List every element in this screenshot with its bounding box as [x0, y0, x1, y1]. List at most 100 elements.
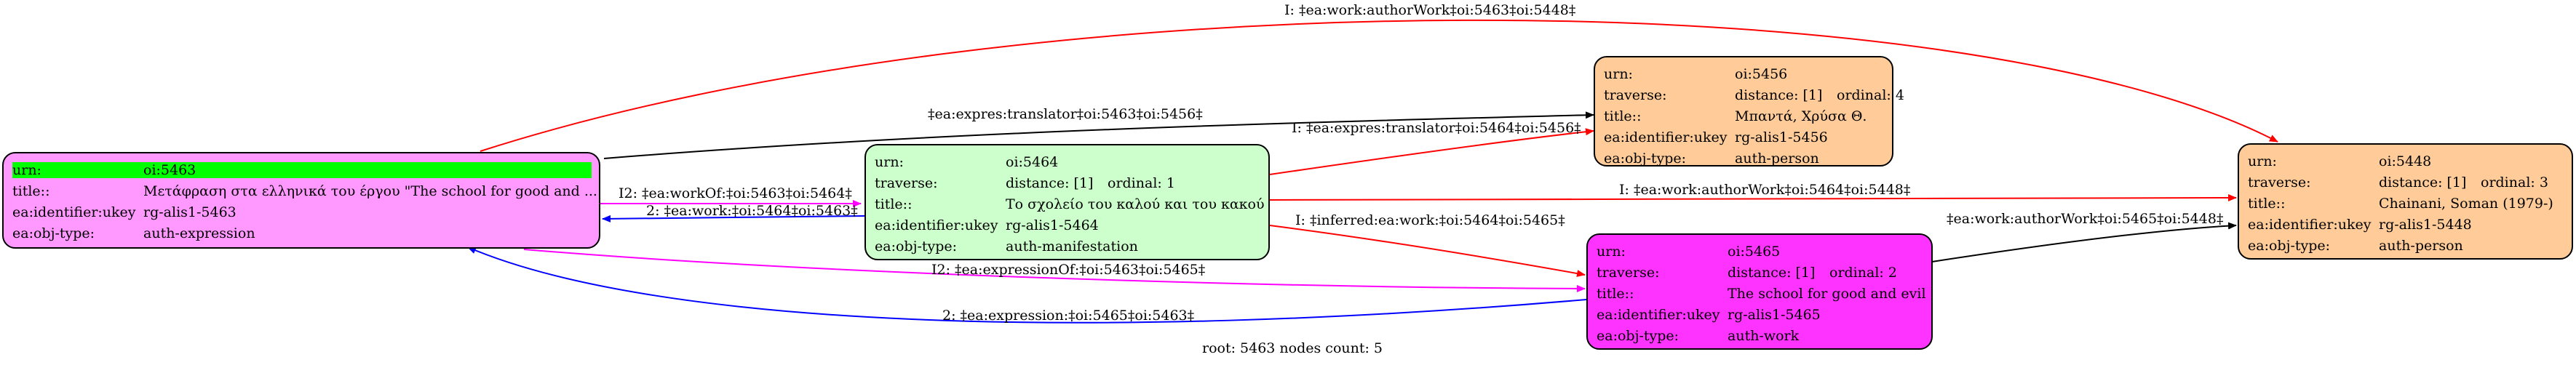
- node-traverse-value: distance: [1] ordinal: 2: [1728, 265, 1924, 281]
- node-5463-title-row: title:: Μετάφραση στα ελληνικά του έργου…: [12, 180, 597, 201]
- edge-label-inferred-5464-5465: I: ‡inferred:ea:work:‡oi:5464‡oi:5465‡: [1295, 212, 1565, 228]
- edge-label-work-5464-5463: 2: ‡ea:work:‡oi:5464‡oi:5463‡: [646, 203, 858, 219]
- edge-authorwork-5463-5448: [480, 19, 2278, 152]
- node-key: ea:obj-type:: [2248, 237, 2331, 254]
- node-urn-value: oi:5463: [143, 161, 592, 178]
- node-key: title::: [1604, 108, 1642, 124]
- edge-label-translator-5463-5456: ‡ea:expres:translator‡oi:5463‡oi:5456‡: [928, 106, 1203, 122]
- node-5464-traverse-row: traverse: distance: [1] ordinal: 1: [875, 172, 1261, 193]
- node-key: ea:obj-type:: [875, 238, 958, 254]
- edge-translator-5464-5456: [1269, 128, 1594, 175]
- node-5456-title-row: title:: Μπαντά, Χρύσα Θ.: [1604, 105, 1885, 127]
- edge-authorwork-5464-5448: [1269, 194, 2237, 202]
- node-5456-traverse-row: traverse: distance: [1] ordinal: 4: [1604, 84, 1904, 105]
- node-5464-ukey-row: ea:identifier:ukey rg-alis1-5464: [875, 214, 1261, 236]
- node-5464-type-row: ea:obj-type: auth-manifestation: [875, 236, 1261, 257]
- edge-expression-5465-5463: [467, 246, 1587, 324]
- node-5463[interactable]: urn: oi:5463 title:: Μετάφραση στα ελλην…: [2, 152, 600, 249]
- node-ordinal: ordinal: 4: [1837, 87, 1904, 103]
- node-5465-ukey-row: ea:identifier:ukey rg-alis1-5465: [1597, 304, 1924, 325]
- node-ukey-value: rg-alis1-5464: [1006, 217, 1099, 233]
- edge-label-authorwork-5465-5448: ‡ea:work:authorWork‡oi:5465‡oi:5448‡: [1947, 211, 2223, 227]
- node-title-value: Μετάφραση στα ελληνικά του έργου "The sc…: [143, 183, 597, 199]
- node-ordinal: ordinal: 3: [2481, 174, 2548, 190]
- node-title-value: Chainani, Soman (1979-): [2379, 195, 2553, 212]
- node-ordinal: ordinal: 1: [1108, 175, 1175, 191]
- node-ordinal: ordinal: 2: [1829, 264, 1897, 281]
- edge-label-expressionof-5463-5465: I2: ‡ea:expressionOf:‡oi:5463‡oi:5465‡: [931, 262, 1205, 278]
- node-ukey-value: rg-alis1-5448: [2379, 216, 2472, 233]
- node-distance: distance: [1]: [1006, 175, 1094, 191]
- node-distance: distance: [1]: [2379, 174, 2467, 190]
- edge-work-5464-5463: [602, 214, 865, 222]
- node-urn-value: oi:5448: [2379, 153, 2432, 169]
- node-ukey-value: rg-alis1-5463: [143, 204, 236, 220]
- node-type-value: auth-person: [2379, 237, 2463, 254]
- node-5463-urn-row: urn: oi:5463: [12, 159, 592, 180]
- node-5456-urn-row: urn: oi:5456: [1604, 63, 1885, 84]
- edge-label-expression-5465-5463: 2: ‡ea:expression:‡oi:5465‡oi:5463‡: [942, 308, 1194, 324]
- node-key: ea:obj-type:: [1597, 327, 1679, 344]
- node-key: ea:obj-type:: [1604, 150, 1687, 167]
- node-type-value: auth-person: [1735, 150, 1819, 167]
- node-urn-value: oi:5456: [1735, 65, 1788, 82]
- node-key: urn:: [12, 161, 143, 178]
- node-key: traverse:: [1597, 264, 1660, 281]
- node-5448-title-row: title:: Chainani, Soman (1979-): [2248, 193, 2564, 214]
- node-key: ea:identifier:ukey: [2248, 216, 2372, 233]
- node-key: urn:: [2248, 153, 2277, 169]
- node-5448-urn-row: urn: oi:5448: [2248, 151, 2564, 172]
- node-urn-value: oi:5465: [1728, 243, 1781, 260]
- node-5448-ukey-row: ea:identifier:ukey rg-alis1-5448: [2248, 214, 2564, 235]
- edge-label-translator-5464-5456: I: ‡ea:expres:translator‡oi:5464‡oi:5456…: [1292, 120, 1581, 136]
- node-key: traverse:: [1604, 87, 1667, 103]
- node-key: urn:: [1604, 65, 1633, 82]
- node-key: ea:obj-type:: [12, 225, 95, 241]
- node-5456[interactable]: urn: oi:5456 traverse: distance: [1] ordi…: [1594, 56, 1904, 169]
- node-5464-urn-row: urn: oi:5464: [875, 151, 1261, 172]
- node-key: traverse:: [2248, 174, 2311, 190]
- node-key: traverse:: [875, 175, 938, 191]
- node-key: ea:identifier:ukey: [1597, 306, 1720, 323]
- node-type-value: auth-expression: [143, 225, 255, 241]
- node-distance: distance: [1]: [1728, 264, 1816, 281]
- node-key: title::: [875, 196, 913, 212]
- node-5464-title-row: title:: Το σχολείο του καλού και του κακ…: [875, 193, 1265, 214]
- node-title-value: Μπαντά, Χρύσα Θ.: [1735, 108, 1867, 124]
- edge-label-authorwork-5463-5448: I: ‡ea:work:authorWork‡oi:5463‡oi:5448‡: [1284, 2, 1575, 18]
- edge-inferred-5464-5465: [1269, 225, 1586, 277]
- graph-footer: root: 5463 nodes count: 5: [1202, 340, 1383, 356]
- node-key: title::: [1597, 285, 1634, 302]
- node-traverse-value: distance: [1] ordinal: 3: [2379, 175, 2564, 190]
- node-5465-title-row: title:: The school for good and evil: [1597, 283, 1926, 304]
- node-5465[interactable]: urn: oi:5465 traverse: distance: [1] ordi…: [1586, 233, 1933, 350]
- node-5448[interactable]: urn: oi:5448 traverse: distance: [1] ordi…: [2238, 143, 2573, 260]
- node-ukey-value: rg-alis1-5465: [1728, 306, 1821, 323]
- node-urn-value: oi:5464: [1006, 153, 1059, 170]
- node-key: ea:identifier:ukey: [875, 217, 998, 233]
- node-type-value: auth-manifestation: [1006, 238, 1138, 254]
- node-key: title::: [12, 183, 50, 199]
- node-key: ea:identifier:ukey: [1604, 129, 1728, 145]
- node-5463-type-row: ea:obj-type: auth-expression: [12, 222, 592, 244]
- node-type-value: auth-work: [1728, 327, 1800, 344]
- node-title-value: The school for good and evil: [1728, 285, 1926, 302]
- edge-expressionof-5463-5465: [523, 249, 1586, 292]
- node-traverse-value: distance: [1] ordinal: 4: [1735, 87, 1904, 103]
- node-ukey-value: rg-alis1-5456: [1735, 129, 1828, 145]
- node-5464[interactable]: urn: oi:5464 traverse: distance: [1] ordi…: [864, 144, 1270, 260]
- node-5463-ukey-row: ea:identifier:ukey rg-alis1-5463: [12, 201, 592, 222]
- node-key: ea:identifier:ukey: [12, 204, 136, 220]
- edge-authorwork-5465-5448: [1931, 222, 2237, 262]
- node-5456-type-row: ea:obj-type: auth-person: [1604, 148, 1885, 169]
- node-title-value: Το σχολείο του καλού και του κακού: [1006, 196, 1265, 212]
- edge-translator-5463-5456: [603, 111, 1594, 159]
- node-key: urn:: [1597, 243, 1626, 260]
- node-distance: distance: [1]: [1735, 87, 1823, 103]
- node-5456-ukey-row: ea:identifier:ukey rg-alis1-5456: [1604, 127, 1885, 148]
- node-5448-traverse-row: traverse: distance: [1] ordinal: 3: [2248, 172, 2564, 193]
- node-key: title::: [2248, 195, 2286, 212]
- node-key: urn:: [875, 153, 904, 170]
- edge-label-authorwork-5464-5448: I: ‡ea:work:authorWork‡oi:5464‡oi:5448‡: [1619, 182, 1910, 198]
